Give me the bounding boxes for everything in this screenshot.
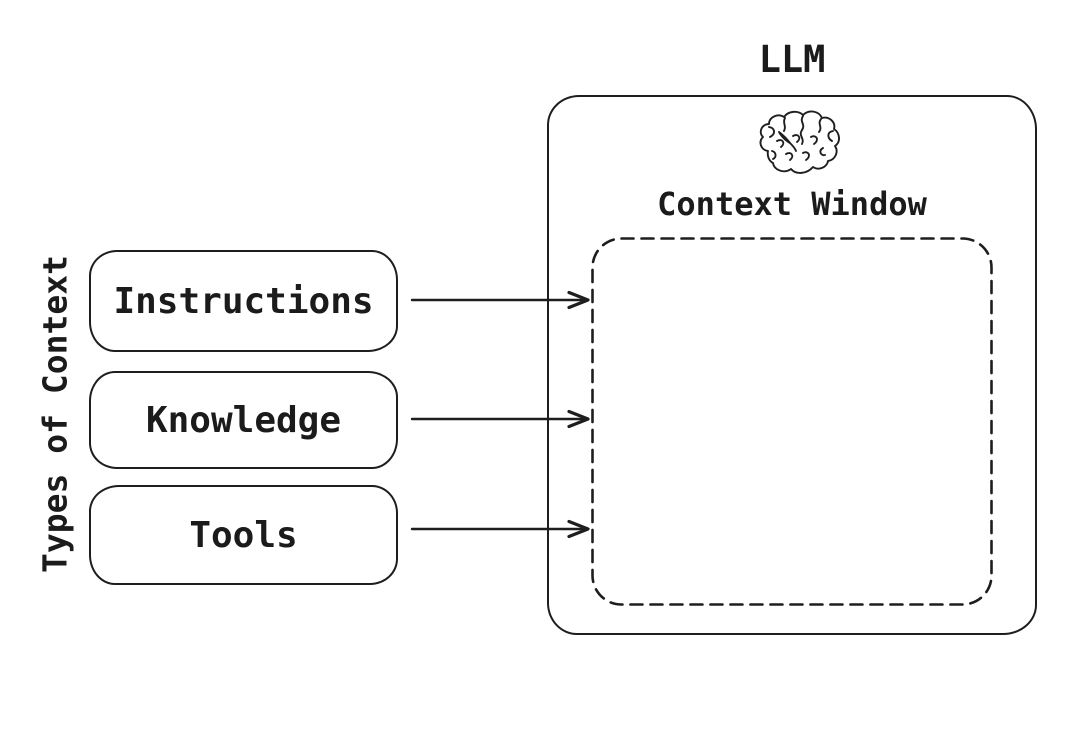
knowledge-label: Knowledge [145,399,342,441]
llm-box [547,95,1037,635]
types-of-context-label: Types of Context [35,255,75,573]
llm-title: LLM [758,38,826,81]
instructions-box: Instructions [89,250,398,352]
instructions-label: Instructions [113,280,374,322]
tools-box: Tools [89,485,398,585]
context-window-label: Context Window [657,185,927,223]
knowledge-box: Knowledge [89,371,398,469]
tools-label: Tools [189,514,298,556]
